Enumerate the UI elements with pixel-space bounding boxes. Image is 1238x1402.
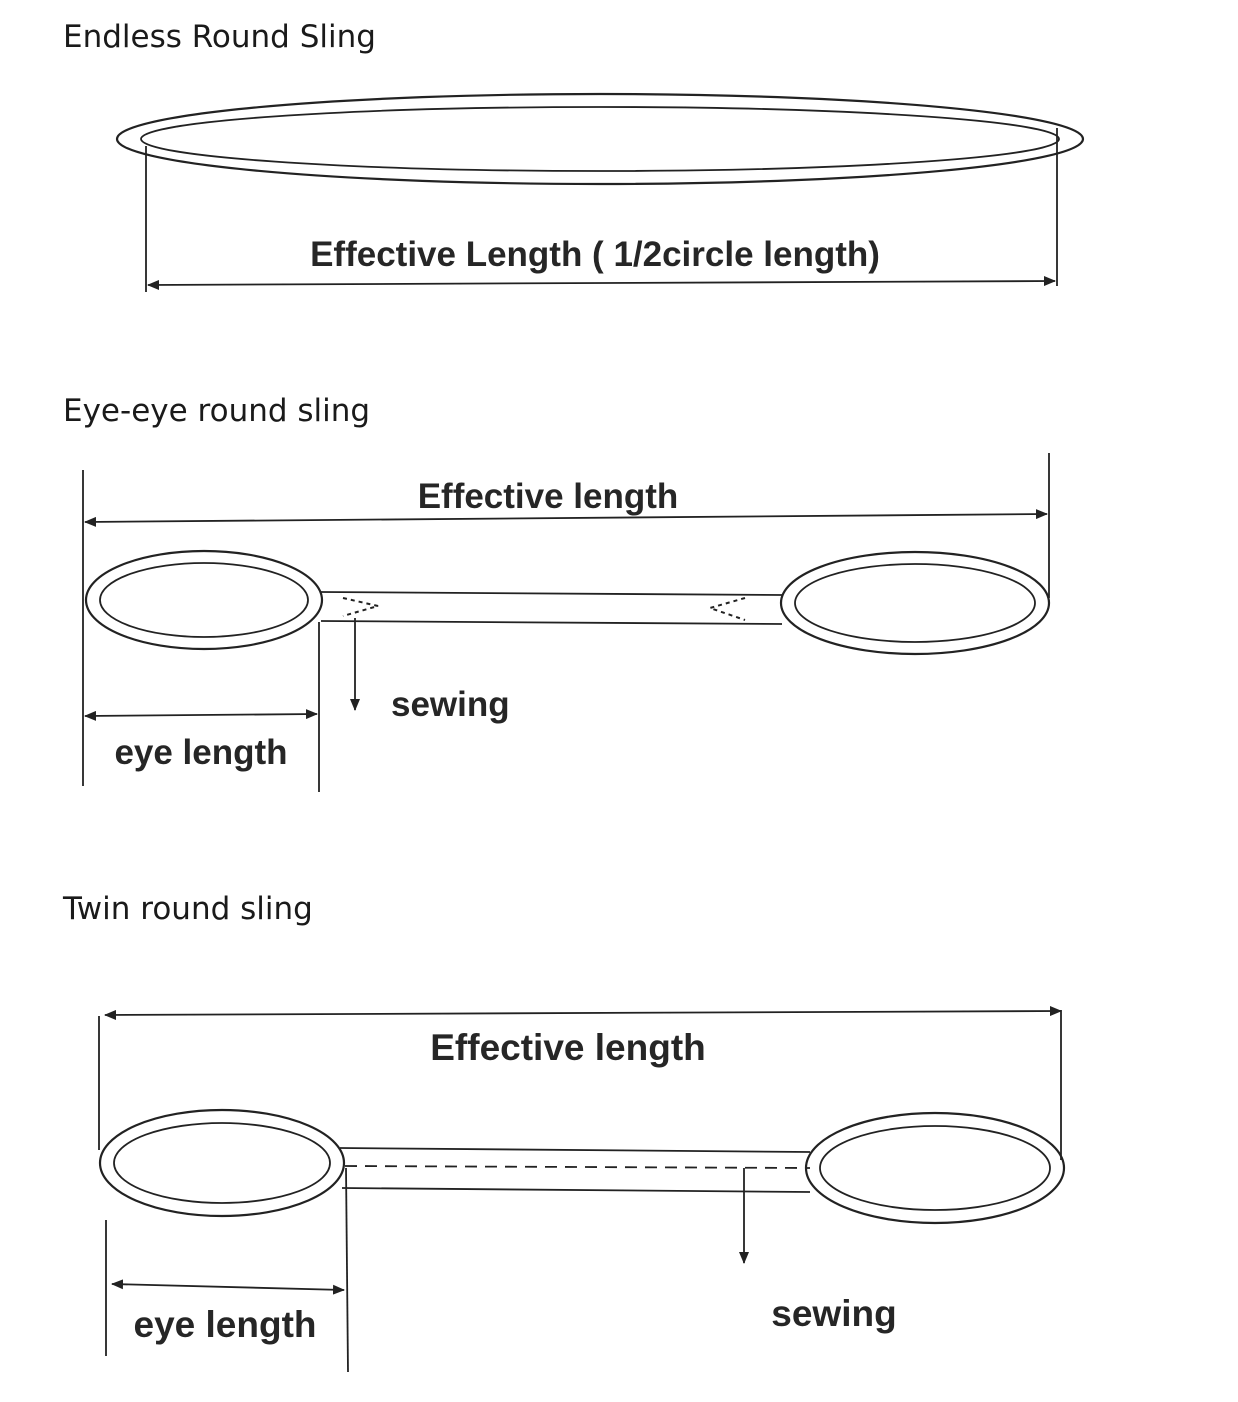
eye-eye-effective-length-label: Effective length bbox=[418, 477, 679, 516]
twin-sling-diagram: Effective length eye length sewing bbox=[98, 1006, 1066, 1373]
eye-eye-effective-length-dimension bbox=[84, 509, 1048, 527]
eye-eye-sling-diagram: Effective length eye length sewing bbox=[82, 453, 1051, 792]
twin-left-eye bbox=[98, 1108, 346, 1218]
eye-eye-eye-length-dimension bbox=[84, 709, 318, 721]
twin-body bbox=[339, 1147, 811, 1193]
endless-effective-length-label: Effective Length ( 1/2circle length) bbox=[310, 235, 880, 274]
eye-eye-stitch-marks bbox=[342, 597, 746, 621]
eye-eye-eye-length-label: eye length bbox=[114, 733, 287, 772]
twin-effective-length-dimension bbox=[104, 1006, 1062, 1020]
endless-sling-diagram: Effective Length ( 1/2circle length) bbox=[115, 92, 1085, 292]
eye-eye-round-sling-heading: Eye-eye round sling bbox=[63, 393, 371, 429]
twin-effective-length-label: Effective length bbox=[430, 1027, 706, 1068]
eye-eye-left-eye bbox=[84, 549, 324, 651]
endless-effective-length-dimension bbox=[147, 276, 1056, 290]
twin-round-sling-heading: Twin round sling bbox=[63, 891, 313, 927]
twin-eye-length-dimension bbox=[111, 1279, 345, 1295]
eye-eye-body bbox=[320, 591, 783, 625]
eye-eye-sewing-label: sewing bbox=[391, 685, 510, 724]
twin-right-eye bbox=[804, 1111, 1066, 1225]
twin-eye-length-extension-line bbox=[345, 1167, 349, 1373]
endless-sling-loop bbox=[115, 92, 1085, 186]
endless-round-sling-heading: Endless Round Sling bbox=[63, 19, 376, 55]
twin-eye-length-label: eye length bbox=[134, 1304, 317, 1345]
eye-eye-right-eye bbox=[779, 550, 1051, 656]
twin-sewing-label: sewing bbox=[771, 1293, 896, 1334]
